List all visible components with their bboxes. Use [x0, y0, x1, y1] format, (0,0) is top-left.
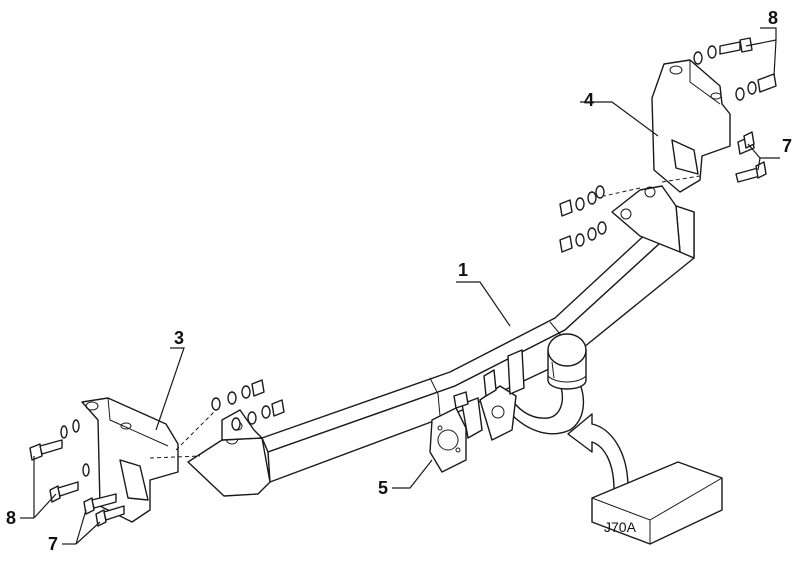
cross-beam — [187, 185, 695, 497]
label-bolts-left-lower: 7 — [48, 534, 58, 554]
tow-ball-neck — [479, 333, 587, 441]
right-bracket — [603, 59, 731, 197]
leader-lines — [20, 27, 780, 545]
label-right-bracket: 4 — [584, 90, 594, 110]
left-bracket — [81, 397, 219, 523]
label-bolts-right-lower: 7 — [782, 136, 792, 156]
right-upper-washers — [559, 185, 607, 253]
label-socket-plate: 5 — [378, 478, 388, 498]
label-beam: 1 — [458, 260, 468, 280]
right-bolts — [693, 37, 777, 183]
right-fasteners — [559, 37, 777, 253]
label-bolts-left-upper: 8 — [6, 508, 16, 528]
package-box — [591, 461, 723, 545]
label-left-bracket: 3 — [174, 328, 184, 348]
package-box-label: J70A — [604, 519, 637, 535]
socket-plate — [429, 391, 483, 473]
direction-arrow — [567, 413, 629, 491]
label-bolts-right-upper: 8 — [768, 8, 778, 28]
left-fasteners — [29, 379, 285, 527]
left-upper-washers — [211, 379, 285, 431]
left-bolts — [29, 419, 125, 527]
